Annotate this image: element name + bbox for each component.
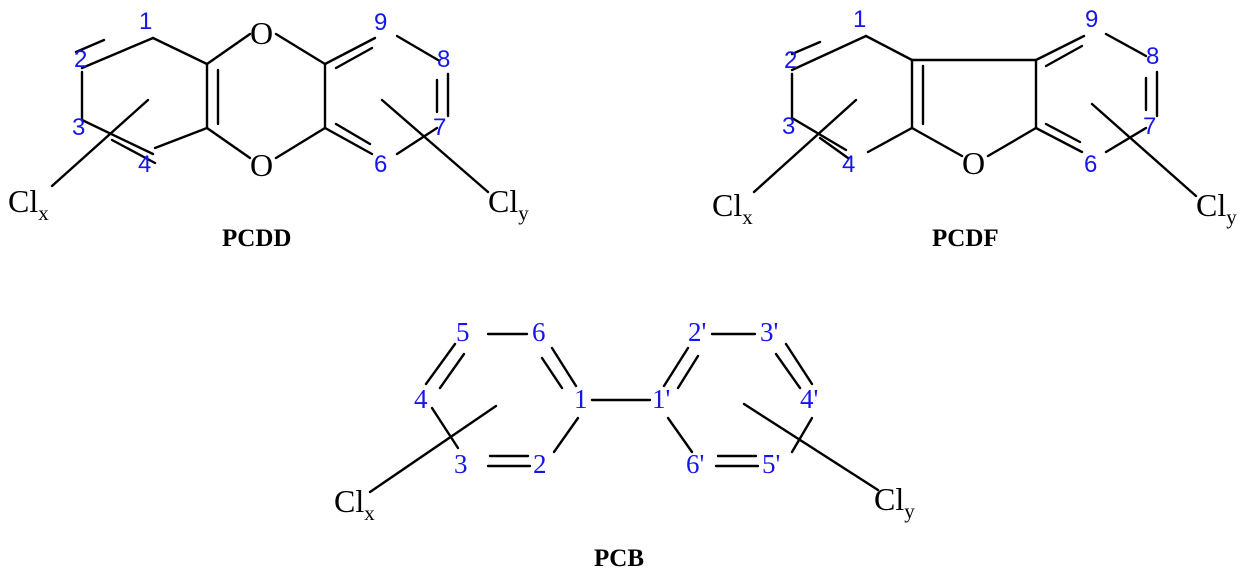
pcdd-cl-left: Clx xyxy=(8,183,49,225)
pcb-position-5-prime: 5' xyxy=(762,449,780,479)
pcdd-position-8: 8 xyxy=(437,46,450,73)
pcdd-name: PCDD xyxy=(222,225,291,252)
pcdd-cl-right: Cly xyxy=(488,183,529,225)
pcdf-cl-right: Cly xyxy=(1196,187,1237,229)
pcdd-position-4: 4 xyxy=(138,151,151,178)
pcdd-position-7: 7 xyxy=(433,114,446,141)
pcb-bonds xyxy=(368,332,880,494)
pcdf-cl-left: Clx xyxy=(712,187,753,229)
pcb-position-4-prime: 4' xyxy=(800,384,818,414)
pcdd-structure: 1 2 3 4 6 7 8 9 O O Clx Cly PCDD xyxy=(8,8,529,252)
pcb-position-5: 5 xyxy=(456,317,470,347)
pcdf-position-labels: 1 2 3 4 6 7 8 9 xyxy=(782,6,1159,178)
pcdd-oxygen-top: O xyxy=(250,15,273,51)
pcdd-oxygen-bottom: O xyxy=(250,147,273,183)
pcb-cl-right: Cly xyxy=(874,481,915,523)
pcdf-position-9: 9 xyxy=(1085,6,1098,33)
pcb-structure: 1 2 3 4 5 6 1' 2' 3' 4' 5' 6' Clx Cly PC… xyxy=(334,317,915,572)
pcb-position-labels: 1 2 3 4 5 6 1' 2' 3' 4' 5' 6' xyxy=(414,317,818,479)
pcdf-oxygen: O xyxy=(962,145,985,181)
pcdf-position-6: 6 xyxy=(1084,151,1097,178)
pcdd-position-labels: 1 2 3 4 6 7 8 9 xyxy=(72,8,450,178)
pcdd-position-1: 1 xyxy=(139,8,152,35)
pcdd-position-3: 3 xyxy=(72,114,85,141)
pcdf-position-8: 8 xyxy=(1146,43,1159,70)
pcdf-position-7: 7 xyxy=(1143,113,1156,140)
pcb-position-3-prime: 3' xyxy=(760,317,778,347)
pcb-position-2: 2 xyxy=(533,449,547,479)
pcdd-bonds xyxy=(50,32,490,194)
pcb-position-6: 6 xyxy=(532,317,546,347)
pcdf-position-2: 2 xyxy=(784,47,797,74)
pcb-name: PCB xyxy=(594,545,644,572)
pcdd-position-9: 9 xyxy=(374,9,387,36)
pcdf-position-4: 4 xyxy=(842,151,855,178)
pcb-position-6-prime: 6' xyxy=(686,449,704,479)
pcb-cl-left: Clx xyxy=(334,483,375,525)
pcb-position-1-prime: 1' xyxy=(652,384,670,414)
pcb-position-4: 4 xyxy=(414,384,428,414)
pcdf-structure: 1 2 3 4 6 7 8 9 O Clx Cly PCDF xyxy=(712,6,1237,252)
pcdf-name: PCDF xyxy=(932,225,999,252)
pcdd-position-6: 6 xyxy=(374,151,387,178)
pcb-position-1: 1 xyxy=(574,384,588,414)
pcb-position-3: 3 xyxy=(454,449,468,479)
pcdf-bonds xyxy=(752,32,1198,198)
pcdf-position-3: 3 xyxy=(782,113,795,140)
pcb-position-2-prime: 2' xyxy=(688,317,706,347)
pcdd-position-2: 2 xyxy=(74,46,87,73)
pcdf-position-1: 1 xyxy=(853,6,866,33)
